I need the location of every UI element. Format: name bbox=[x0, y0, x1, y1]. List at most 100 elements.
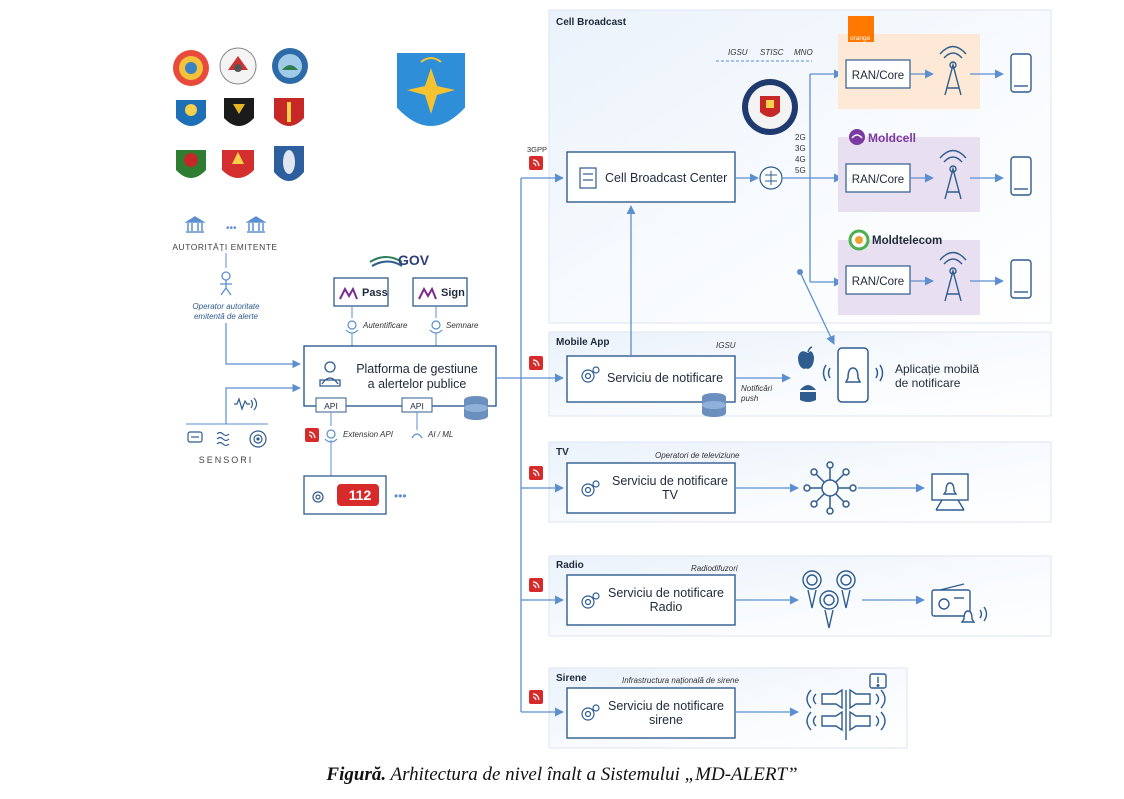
radio-owner-label: Radiodifuzori bbox=[691, 564, 738, 573]
cbc-label: Cell Broadcast Center bbox=[605, 171, 727, 185]
sensors-label: SENSORI bbox=[199, 455, 254, 465]
radio-service-label-line2: Radio bbox=[650, 600, 683, 614]
rss-icon-radio bbox=[529, 578, 543, 592]
operator-to-platform-line bbox=[225, 323, 301, 369]
coat-of-arms-1-icon bbox=[173, 50, 209, 86]
cb-tag-mno: MNO bbox=[794, 48, 813, 57]
mobile-service-label: Serviciu de notificare bbox=[607, 371, 723, 385]
ran-core-box-moldtelecom[interactable] bbox=[845, 265, 911, 295]
sirens-section-label: Sirene bbox=[556, 673, 587, 684]
orange-logo bbox=[848, 16, 874, 42]
platform-database-icon bbox=[464, 396, 488, 420]
msign-box[interactable] bbox=[412, 277, 468, 307]
platform-label-line2: a alertelor publice bbox=[368, 377, 467, 391]
push-label-line2: push bbox=[740, 394, 759, 403]
moldtelecom-logo-icon bbox=[848, 229, 870, 251]
radio-receiver-icon bbox=[931, 583, 988, 623]
mobile-gear-icon bbox=[581, 366, 600, 383]
sirens-gear-icon bbox=[581, 704, 600, 721]
platform-box[interactable] bbox=[303, 345, 497, 407]
igsu-emblem-icon bbox=[395, 51, 467, 128]
gov-logo: GOV bbox=[369, 252, 430, 268]
figure-caption: Figură. Arhitectura de nivel înalt a Sis… bbox=[0, 764, 1124, 786]
emergency-gear-icon bbox=[312, 491, 324, 503]
cb-tag-igsu: IGSU bbox=[728, 48, 748, 57]
phone-icon-moldcell bbox=[1010, 156, 1032, 196]
tv-network-hub-icon bbox=[803, 461, 857, 515]
sensor-device-1-icon bbox=[187, 431, 203, 443]
gen-3g: 3G bbox=[795, 144, 806, 153]
sensor-radar-icon bbox=[249, 430, 267, 448]
cell-tower-icon-moldtelecom bbox=[939, 251, 967, 302]
mobile-app-section-label: Mobile App bbox=[556, 337, 610, 348]
moldcell-logo-text: Moldcell bbox=[868, 131, 916, 145]
app-label-line1: Aplicație mobilă bbox=[895, 362, 979, 376]
stisc-seal-icon bbox=[742, 79, 798, 135]
rss-icon-ext-api bbox=[305, 428, 319, 442]
radio-service-box[interactable] bbox=[566, 574, 736, 626]
moldcell-logo-icon bbox=[849, 129, 865, 145]
tv-service-box[interactable] bbox=[566, 462, 736, 514]
operator-person-icon bbox=[220, 271, 232, 296]
sirens-owner-label: Infrastructura națională de sirene bbox=[622, 676, 740, 685]
apple-icon bbox=[798, 346, 814, 369]
cbc-box[interactable] bbox=[566, 151, 736, 203]
cell-broadcast-section-label: Cell Broadcast bbox=[556, 17, 627, 28]
ran-core-label-orange: RAN/Core bbox=[852, 70, 904, 82]
sirens-service-box[interactable] bbox=[566, 687, 736, 739]
emergency-more-dots: ••• bbox=[394, 489, 407, 503]
siren-speakers-icon bbox=[806, 673, 887, 740]
sensors-to-platform-line bbox=[225, 383, 301, 424]
radio-section-label: Radio bbox=[556, 560, 584, 571]
ai-connector-icon bbox=[411, 433, 423, 439]
tv-gear-icon bbox=[581, 480, 600, 497]
coat-of-arms-3-icon bbox=[272, 48, 308, 84]
coat-of-arms-8-icon bbox=[222, 150, 254, 178]
android-icon bbox=[800, 385, 816, 402]
sensor-wave-icon bbox=[234, 397, 258, 411]
sirens-service-label-line2: sirene bbox=[649, 713, 683, 727]
tv-service-label-line1: Serviciu de notificare bbox=[612, 474, 728, 488]
coat-of-arms-4-icon bbox=[176, 100, 206, 126]
gen-2g: 2G bbox=[795, 133, 806, 142]
sign-connector-icon bbox=[429, 320, 443, 334]
rss-icon-sirens bbox=[529, 690, 543, 704]
router-icon bbox=[759, 166, 783, 190]
cbc-3gpp-label: 3GPP bbox=[527, 145, 547, 154]
ext-api-label: Extension API bbox=[343, 430, 394, 439]
coat-of-arms-2-icon bbox=[219, 47, 257, 85]
tv-owner-label: Operatori de televiziune bbox=[655, 451, 740, 460]
mobile-owner-label: IGSU bbox=[716, 341, 736, 350]
coat-of-arms-7-icon bbox=[176, 150, 206, 178]
sirens-service-label-line1: Serviciu de notificare bbox=[608, 699, 724, 713]
platform-label-line1: Platforma de gestiune bbox=[356, 362, 478, 376]
tv-screen-icon bbox=[931, 473, 969, 511]
tv-service-label-line2: TV bbox=[662, 488, 679, 502]
api-label-1: API bbox=[324, 401, 338, 411]
cbc-server-icon bbox=[579, 167, 597, 189]
gov-logo-text: GOV bbox=[398, 252, 430, 268]
svg-text:•••: ••• bbox=[226, 223, 237, 234]
ran-core-box-orange[interactable] bbox=[845, 59, 911, 89]
operator-label-line2: emitentă de alerte bbox=[194, 312, 259, 321]
operator-label-line1: Operator autoritate bbox=[192, 302, 260, 311]
auth-connector-icon bbox=[345, 320, 359, 334]
mobile-database-icon bbox=[702, 393, 726, 417]
rss-icon-cbc bbox=[529, 156, 543, 170]
authorities-label: AUTORITĂȚI EMITENTE bbox=[172, 242, 277, 252]
caption-bold: Figură. bbox=[326, 764, 387, 785]
gen-5g: 5G bbox=[795, 166, 806, 175]
coat-of-arms-group bbox=[173, 47, 467, 181]
rss-icon-mobile bbox=[529, 356, 543, 370]
sensor-water-icon bbox=[216, 431, 230, 447]
ran-core-box-moldcell[interactable] bbox=[845, 163, 911, 193]
tv-section-label: TV bbox=[556, 447, 569, 458]
coat-of-arms-6-icon bbox=[274, 98, 304, 126]
phone-icon-orange bbox=[1010, 53, 1032, 93]
radio-gear-icon bbox=[581, 592, 600, 609]
msign-logo-icon bbox=[418, 286, 437, 300]
msign-label: Sign bbox=[441, 287, 465, 299]
mpass-label: Pass bbox=[362, 287, 388, 299]
auth-label: Autentificare bbox=[362, 321, 408, 330]
